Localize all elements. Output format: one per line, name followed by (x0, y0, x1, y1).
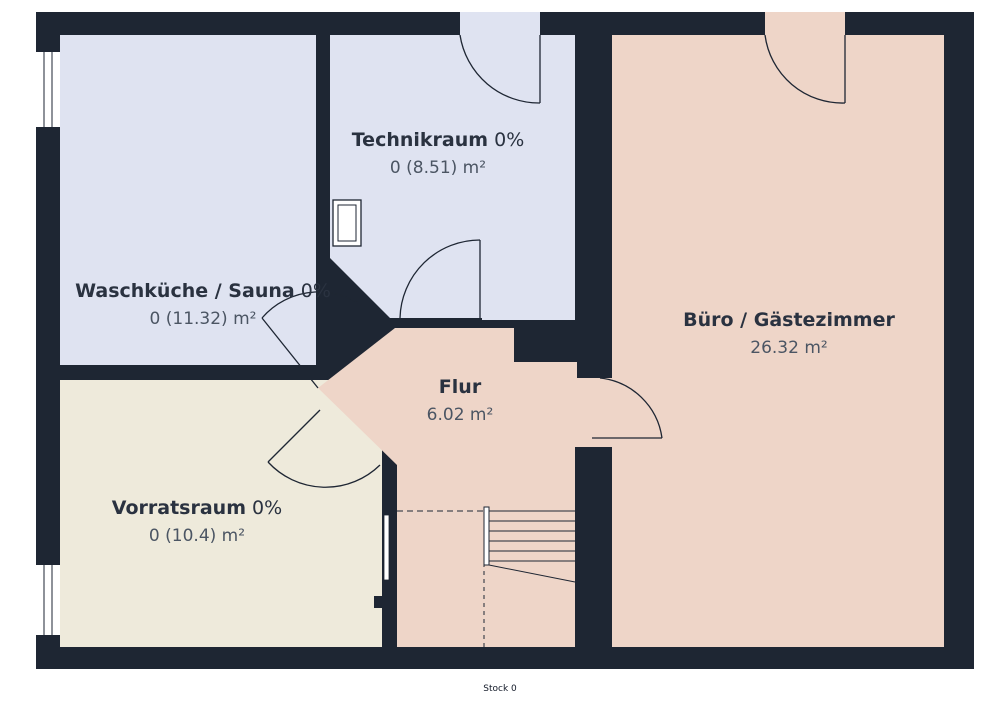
room-area: 6.02 m² (426, 405, 494, 425)
room-name: Technikraum (351, 129, 489, 151)
floor-label: Stock 0 (483, 684, 517, 694)
room-area: 0 (8.51) m² (389, 158, 487, 178)
room-percent: 0% (300, 280, 331, 302)
room-area: 0 (10.4) m² (148, 526, 246, 546)
window-waschkueche (36, 52, 60, 127)
room-name: Vorratsraum (111, 497, 246, 519)
room-name: Flur (438, 376, 482, 398)
staircase (397, 506, 576, 647)
door-buero-entry (764, 34, 846, 104)
room-label-flur: Flur 6.02 m² (427, 375, 494, 427)
door-gap-flur-buero (577, 378, 612, 447)
room-area: 0 (11.32) m² (149, 309, 257, 329)
door-gap-technik (460, 12, 540, 35)
room-percent: 0% (252, 497, 283, 519)
wall-vorrat-flur-gap (383, 514, 390, 581)
room-label-technikraum: Technikraum 0% 0 (8.51) m² (352, 128, 525, 180)
room-area: 26.32 m² (750, 338, 828, 358)
room-name: Büro / Gästezimmer (683, 309, 895, 331)
room-waschkueche (60, 35, 316, 365)
door-gap-buero (765, 12, 845, 35)
room-technikraum (330, 35, 575, 320)
room-vorratsraum (60, 380, 382, 647)
window-vorratsraum (36, 565, 60, 635)
door-technikraum-flur (399, 239, 481, 319)
room-buero (612, 35, 944, 647)
room-percent: 0% (494, 129, 525, 151)
door-flur-buero (592, 377, 663, 439)
door-waschkueche-flur (261, 291, 371, 389)
room-label-buero: Büro / Gästezimmer 26.32 m² (683, 308, 895, 360)
room-name: Waschküche / Sauna (75, 280, 295, 302)
door-vorratsraum-flur (267, 409, 381, 488)
wall-vorrat-flur (382, 465, 397, 647)
room-label-vorratsraum: Vorratsraum 0% 0 (10.4) m² (112, 496, 282, 548)
room-label-waschkueche: Waschküche / Sauna 0% 0 (11.32) m² (75, 279, 331, 331)
door-technikraum-entry (459, 34, 541, 104)
wall-block-flur (514, 322, 575, 362)
technik-fixture (332, 199, 362, 247)
room-flur (318, 328, 577, 647)
